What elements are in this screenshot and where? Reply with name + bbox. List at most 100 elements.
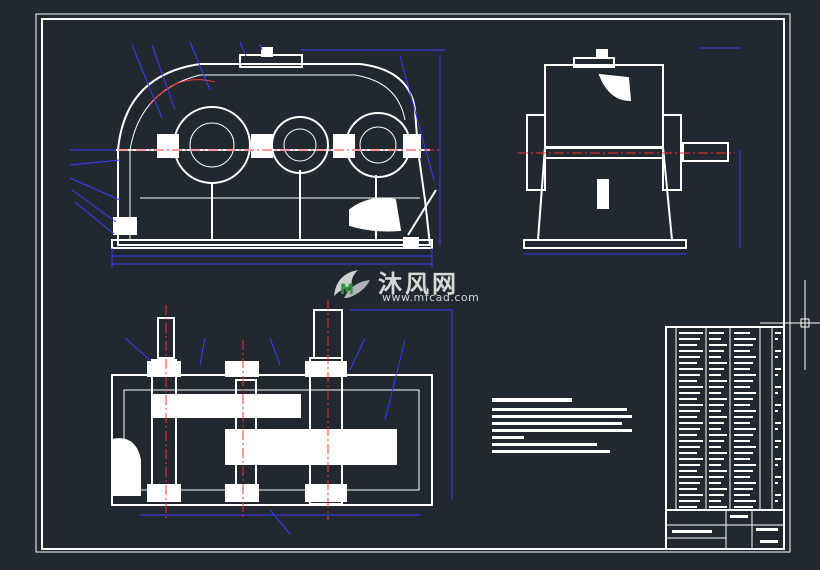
bolt-lug-2: [251, 134, 273, 158]
front-housing-inner: [129, 74, 406, 240]
parts-list-cell-stroke: [775, 446, 778, 448]
parts-list-cell-stroke: [709, 476, 724, 478]
parts-list-cell-stroke: [734, 344, 753, 346]
parts-list-cell-stroke: [775, 338, 778, 340]
parts-list-cell-stroke: [734, 482, 756, 484]
parts-list-cell-stroke: [775, 368, 781, 370]
bearing-circle-2: [283, 128, 317, 162]
parts-list-cell-stroke: [679, 374, 700, 376]
parts-list-cell-stroke: [775, 404, 781, 406]
parts-list-cell-stroke: [709, 344, 727, 346]
parts-list-cell-stroke: [709, 356, 721, 358]
parts-list-cell-stroke: [679, 386, 703, 388]
parts-list-cell-stroke: [709, 392, 721, 394]
parts-list-cell-stroke: [775, 374, 778, 376]
parts-list-cell-stroke: [775, 410, 778, 412]
parts-list-cell-stroke: [709, 332, 724, 334]
parts-list-cell-stroke: [679, 482, 700, 484]
parts-list-cell-stroke: [679, 410, 700, 412]
crosshair-cursor-icon: [760, 280, 820, 370]
parts-list-cell-stroke: [709, 398, 727, 400]
parts-list-cell-stroke: [775, 500, 778, 502]
parts-list-cell-stroke: [734, 440, 750, 442]
parts-list-cell-stroke: [734, 452, 753, 454]
parts-list-cell-stroke: [734, 338, 756, 340]
parts-list-cell-stroke: [734, 356, 756, 358]
parts-list-cell-stroke: [679, 392, 700, 394]
parts-list-cell-stroke: [709, 452, 727, 454]
bearing-4: [147, 361, 181, 377]
parts-list-cell-stroke: [709, 482, 721, 484]
shaft-3: [309, 357, 343, 505]
technical-notes: [492, 398, 632, 453]
parts-list-cell-stroke: [734, 410, 756, 412]
parts-list-cell-stroke: [775, 458, 781, 460]
parts-list-cell-stroke: [734, 470, 753, 472]
side-base-plate: [523, 239, 687, 249]
parts-list-cell-stroke: [734, 506, 753, 508]
parts-list-cell-stroke: [709, 506, 727, 508]
parts-list-cell-stroke: [709, 488, 727, 490]
parts-list-cell-stroke: [709, 494, 724, 496]
parts-list-cell-stroke: [709, 350, 724, 352]
drain-foot: [403, 237, 419, 249]
parts-list-cell-stroke: [679, 344, 697, 346]
parts-list-cell-stroke: [709, 380, 727, 382]
front-dimensions: [69, 41, 445, 268]
sheet-inner-border: [41, 18, 785, 550]
parts-list-cell-stroke: [679, 338, 700, 340]
parts-list-cell-stroke: [734, 368, 750, 370]
parts-list-cell-stroke: [709, 470, 727, 472]
top-view[interactable]: [111, 309, 433, 506]
parts-list-table[interactable]: [665, 326, 785, 550]
parts-list-cell-stroke: [679, 416, 697, 418]
parts-list-cell-stroke: [734, 476, 750, 478]
parts-list-cell-stroke: [734, 332, 750, 334]
parts-list-cell-stroke: [775, 464, 778, 466]
gear-block-1: [151, 394, 301, 418]
parts-list-cell-stroke: [679, 458, 703, 460]
parts-list-cell-stroke: [679, 446, 700, 448]
parts-list-cell-stroke: [709, 368, 724, 370]
parts-list-cell-stroke: [709, 458, 724, 460]
parts-list-cell-stroke: [734, 392, 756, 394]
parts-list-cell-stroke: [679, 470, 697, 472]
svg-text:M: M: [340, 282, 354, 298]
watermark-brand: 沐风网: [378, 270, 459, 298]
watermark-url: www.mfcad.com: [382, 291, 480, 304]
parts-list-cell-stroke: [734, 398, 753, 400]
mf-leaf-logo-icon: M: [334, 270, 370, 298]
parts-list-cell-stroke: [775, 422, 781, 424]
parts-list-cell-stroke: [775, 482, 778, 484]
parts-list-cell-stroke: [709, 446, 721, 448]
parts-list-cell-stroke: [734, 386, 750, 388]
parts-list-cell-stroke: [679, 428, 700, 430]
parts-list-cell-stroke: [775, 356, 778, 358]
parts-list-rows: [679, 332, 781, 508]
parts-list-cell-stroke: [679, 506, 697, 508]
front-view[interactable]: [111, 47, 437, 249]
parts-list-cell-stroke: [679, 440, 703, 442]
parts-list-cell-stroke: [734, 416, 753, 418]
parts-list-cell-stroke: [775, 350, 781, 352]
parts-list-cell-stroke: [679, 362, 697, 364]
parts-list-cell-stroke: [709, 386, 724, 388]
bearing-2: [225, 484, 259, 502]
parts-list-cell-stroke: [775, 494, 781, 496]
parts-list-cell-stroke: [679, 494, 703, 496]
top-oil-sight: [111, 438, 141, 496]
side-view[interactable]: [523, 49, 729, 249]
parts-list-cell-stroke: [709, 464, 721, 466]
parts-list-cell-stroke: [734, 350, 750, 352]
parts-list-cell-stroke: [679, 476, 703, 478]
parts-list-cell-stroke: [775, 332, 781, 334]
parts-list-cell-stroke: [734, 464, 756, 466]
parts-list-cell-stroke: [734, 422, 750, 424]
parts-list-cell-stroke: [709, 422, 724, 424]
parts-list-cell-stroke: [709, 404, 724, 406]
parts-list-cell-stroke: [709, 500, 721, 502]
parts-list-cell-stroke: [734, 374, 756, 376]
parts-list-cell-stroke: [679, 332, 703, 334]
top-dimensions: [124, 309, 453, 535]
